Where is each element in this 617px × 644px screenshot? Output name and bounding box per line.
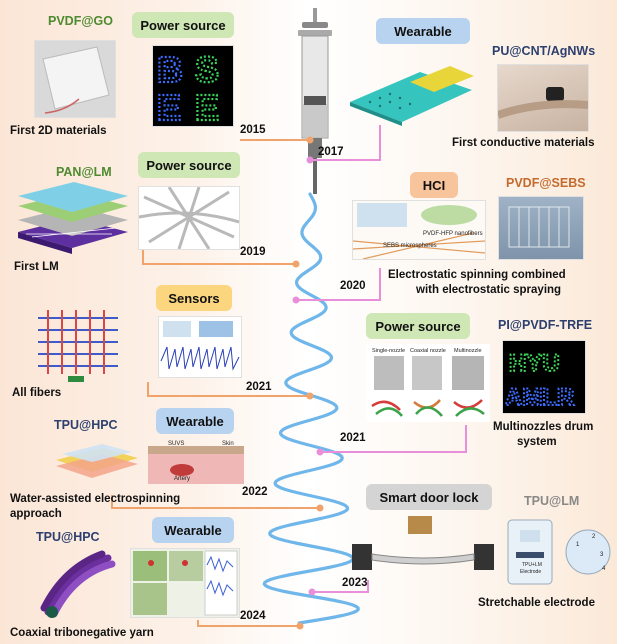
caption-2022-line2: approach bbox=[10, 508, 62, 520]
caption-2021-power-line1: Multinozzles drum bbox=[493, 421, 594, 433]
image-2024-yarn bbox=[38, 550, 118, 620]
connector-2019 bbox=[142, 250, 296, 265]
label-coaxial-nozzle: Coaxial nozzle bbox=[410, 348, 446, 354]
material-2015: PVDF@GO bbox=[48, 14, 113, 28]
spiral-fiber bbox=[262, 192, 360, 625]
pad-number-4: 4 bbox=[602, 566, 606, 572]
material-2019: PAN@LM bbox=[56, 165, 112, 179]
label-2023-tpu-lm: TPU+LM bbox=[522, 562, 542, 568]
caption-2022-line1: Water-assisted electrospinning bbox=[10, 493, 181, 505]
year-2015: 2015 bbox=[240, 124, 266, 136]
label-2020-microspheres: SEBS microspheres bbox=[383, 243, 437, 249]
image-2020-device bbox=[498, 196, 584, 260]
material-2022: TPU@HPC bbox=[54, 418, 118, 432]
tag-2021-power: Power source bbox=[366, 313, 470, 339]
material-2024: TPU@HPC bbox=[36, 530, 100, 544]
syringe-icon bbox=[298, 8, 332, 194]
tag-2023: Smart door lock bbox=[366, 484, 492, 510]
caption-2023: Stretchable electrode bbox=[478, 597, 595, 609]
led-text-1: HYU bbox=[509, 350, 560, 377]
image-2017-arm bbox=[497, 64, 589, 132]
year-2023: 2023 bbox=[342, 577, 368, 589]
tag-2015: Power source bbox=[132, 12, 234, 38]
image-2022-skin: SUVS Skin Artery bbox=[148, 438, 244, 484]
image-2019-fibers bbox=[138, 186, 240, 250]
connector-2021a bbox=[147, 382, 310, 397]
image-2019-layers bbox=[12, 182, 132, 254]
label-2020-nanofibers: PVDF-HFP nanofibers bbox=[423, 231, 483, 237]
label-2023-electrode: Electrode bbox=[520, 569, 541, 575]
caption-2024: Coaxial tribonegative yarn bbox=[10, 627, 154, 639]
year-2021-power: 2021 bbox=[340, 432, 366, 444]
image-2021-grid bbox=[28, 306, 126, 386]
tag-2019: Power source bbox=[138, 152, 240, 178]
tag-2021-sensors: Sensors bbox=[156, 285, 232, 311]
material-2023: TPU@LM bbox=[524, 494, 580, 508]
label-2022-suvs: SUVS bbox=[168, 441, 184, 447]
connector-2024 bbox=[197, 620, 300, 627]
svg-text:B: B bbox=[157, 49, 183, 90]
caption-2017: First conductive materials bbox=[452, 137, 595, 149]
material-2017: PU@CNT/AgNWs bbox=[492, 44, 596, 58]
image-2023-electrode bbox=[350, 514, 496, 576]
svg-text:E: E bbox=[157, 87, 181, 126]
image-2021-signal bbox=[158, 316, 242, 378]
connector-2022 bbox=[111, 495, 320, 509]
image-2023-doorlock: TPU+LM Electrode 1 2 3 4 bbox=[506, 512, 612, 586]
tag-2022: Wearable bbox=[156, 408, 234, 434]
caption-2019: First LM bbox=[14, 261, 59, 273]
caption-2015: First 2D materials bbox=[10, 125, 107, 137]
image-2021-nozzles: Single-nozzle Coaxial nozzle Multinozzle bbox=[366, 344, 490, 422]
svg-text:E: E bbox=[195, 87, 219, 126]
label-single-nozzle: Single-nozzle bbox=[372, 348, 405, 354]
year-2019: 2019 bbox=[240, 246, 266, 258]
year-2017: 2017 bbox=[318, 146, 344, 158]
label-2022-skin: Skin bbox=[222, 441, 234, 447]
connector-2023 bbox=[312, 580, 369, 593]
pad-number-3: 3 bbox=[600, 552, 604, 558]
connector-2017 bbox=[310, 125, 381, 161]
year-2022: 2022 bbox=[242, 486, 268, 498]
label-multinozzle: Multinozzle bbox=[454, 348, 482, 354]
caption-2020-line2: with electrostatic spraying bbox=[416, 284, 562, 296]
pad-number-2: 2 bbox=[592, 534, 596, 540]
pad-number-1: 1 bbox=[576, 542, 580, 548]
year-2020: 2020 bbox=[340, 280, 366, 292]
svg-text:S: S bbox=[195, 49, 219, 90]
caption-2021-power-line2: system bbox=[517, 436, 557, 448]
material-2020: PVDF@SEBS bbox=[506, 176, 586, 190]
tag-2024: Wearable bbox=[152, 517, 234, 543]
tag-2020: HCI bbox=[410, 172, 458, 198]
connector-2020 bbox=[296, 268, 381, 301]
image-2024-athletes bbox=[130, 548, 240, 618]
led-text-2: AMLR bbox=[505, 384, 574, 411]
image-2015-led: B S E E bbox=[152, 45, 234, 127]
caption-2020-line1: Electrostatic spinning combined bbox=[388, 269, 566, 281]
image-2020-nanofibers: PVDF-HFP nanofibers SEBS microspheres bbox=[352, 200, 486, 260]
image-2021-led: HYU AMLR bbox=[502, 340, 586, 414]
tag-2017: Wearable bbox=[376, 18, 470, 44]
image-2022-film bbox=[52, 438, 142, 480]
material-2021-power: PI@PVDF-TRFE bbox=[498, 318, 593, 332]
image-2017-device bbox=[340, 52, 480, 132]
year-2024: 2024 bbox=[240, 610, 266, 622]
year-2021-sensors: 2021 bbox=[246, 381, 272, 393]
connector-2021b bbox=[320, 425, 467, 453]
image-2015-film bbox=[34, 40, 116, 118]
caption-2021-sensors: All fibers bbox=[12, 387, 62, 399]
label-2022-artery: Artery bbox=[174, 476, 190, 482]
